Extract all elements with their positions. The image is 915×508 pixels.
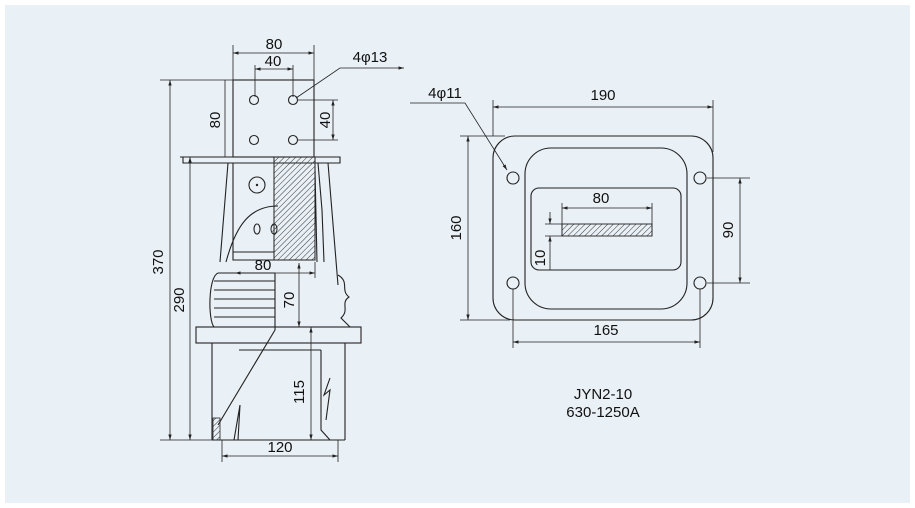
bellows <box>209 272 351 328</box>
dim-base-width: 120 <box>267 439 292 456</box>
hatched-bar <box>561 223 653 237</box>
dim-hole-spacing-v: 90 <box>720 222 737 239</box>
plate-holes <box>248 94 299 146</box>
lower-flange <box>195 326 362 344</box>
bolt-circle <box>248 176 266 194</box>
dim-hole-spacing-h: 40 <box>265 53 282 70</box>
dim-mid-width: 80 <box>255 257 272 274</box>
hole-callout-4d13: 4φ13 <box>353 49 388 66</box>
inner-rim <box>524 147 688 310</box>
dim-overall-width: 190 <box>590 87 615 104</box>
side-view: 80 40 4φ13 40 80 370 290 80 70 115 120 <box>150 36 404 462</box>
dim-top-width: 80 <box>266 36 283 53</box>
window <box>530 187 682 271</box>
dim-body-height: 290 <box>171 287 188 312</box>
hatched-contact <box>273 156 316 261</box>
top-flange <box>180 156 341 164</box>
dim-bar-thickness: 10 <box>532 250 549 267</box>
dim-hole-spacing-h: 165 <box>593 322 618 339</box>
dim-hole-spacing-v: 40 <box>317 112 334 129</box>
caption: JYN2-10 630-1250A <box>566 386 639 421</box>
dim-bellows-height: 70 <box>281 292 298 309</box>
dim-total-height: 370 <box>150 249 167 274</box>
hole-callout-4d11: 4φ11 <box>428 85 462 102</box>
busbar-plate <box>232 79 315 158</box>
outer-plate <box>492 135 714 321</box>
drawing-background <box>5 5 910 503</box>
dim-lower-height: 115 <box>291 380 308 404</box>
flange-view: 190 4φ11 160 90 165 80 10 <box>410 85 750 348</box>
dim-bar-width: 80 <box>593 190 610 207</box>
dim-plate-height: 80 <box>207 112 224 129</box>
rating-label: 630-1250A <box>566 404 639 421</box>
model-label: JYN2-10 <box>574 386 632 403</box>
dim-overall-height: 160 <box>448 215 465 240</box>
